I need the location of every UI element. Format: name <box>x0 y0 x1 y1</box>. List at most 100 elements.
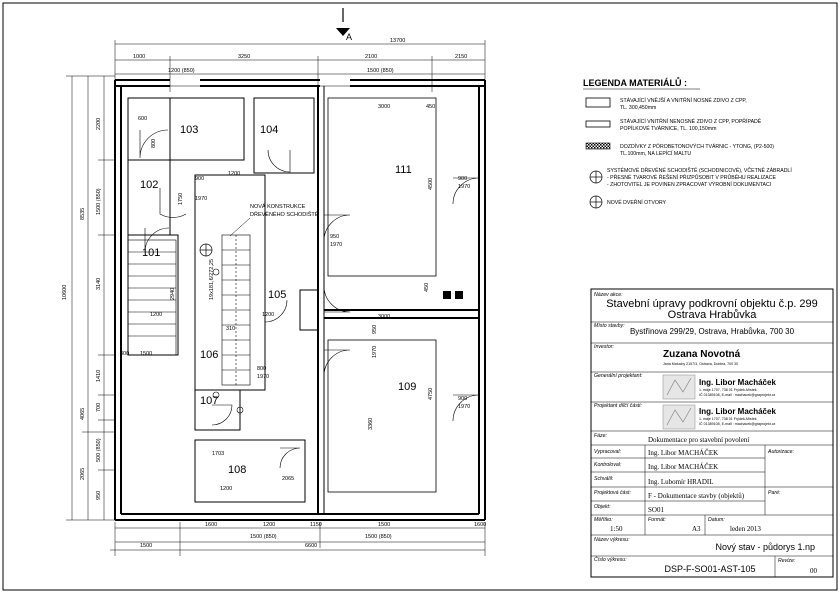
room-106: 106 <box>200 349 218 361</box>
dim-top-4: 2150 <box>455 54 467 60</box>
dim-int: 800 <box>257 366 266 372</box>
dim-bot-win-2: 1500 (850) <box>365 534 392 540</box>
tb-vykres: Nový stav - půdorys 1.np <box>715 542 815 552</box>
dim-int: 2940 <box>170 288 176 300</box>
dim-int: 3000 <box>378 104 390 110</box>
tb-vykres-label: Název výkresu: <box>594 537 630 543</box>
dim-bot-7: 6600 <box>305 543 317 549</box>
legend-item-3-line-1: DOZDÍVKY Z PÓROBETONOVÝCH TVÁRNIC - YTON… <box>620 143 774 150</box>
title-block-text: Název akce: Stavební úpravy podkrovní ob… <box>594 292 818 575</box>
dim-top-total: 13700 <box>390 38 405 44</box>
room-103: 103 <box>180 124 198 136</box>
tb-akce-1: Stavební úpravy podkrovní objektu č.p. 2… <box>606 298 818 310</box>
dim-top-2: 3250 <box>238 54 250 60</box>
dim-top-win-2: 1500 (850) <box>367 68 394 74</box>
room-101: 101 <box>142 247 160 259</box>
dim-left-7: 700 <box>96 403 102 412</box>
tb-faze: Dokumentace pro stavební povolení <box>648 436 749 444</box>
section-marker-label: A <box>346 32 352 42</box>
stair-note-line-1: NOVÁ KONSTRUKCE <box>250 203 306 210</box>
dim-int: 1970 <box>195 196 207 202</box>
tb-cislo: DSP-F-SO01-AST-105 <box>664 564 755 574</box>
tb-datum: leden 2013 <box>730 525 761 533</box>
tb-meritko: 1:50 <box>610 525 623 533</box>
legend-item-1-line-1: STÁVAJÍCÍ VNĚJŠÍ A VNITŘNÍ NOSNÉ ZDIVO Z… <box>620 96 747 104</box>
dim-int: 450 <box>426 104 435 110</box>
legend-item-4-line-2: - PŘESNÉ TVAROVÉ ŘEŠENÍ PŘIZPŮSOBIT V PR… <box>607 173 776 181</box>
tb-schv-label: Schválil: <box>594 476 614 482</box>
dim-int: 1200 <box>220 486 232 492</box>
tb-gp-addr-1: 1. máje 1707, 738 01 Frýdek-Místek <box>699 388 757 392</box>
dim-bot-3: 1150 <box>310 522 322 528</box>
tb-gp-label: Generální projektant: <box>594 373 643 379</box>
tb-objekt: SO01 <box>648 506 664 514</box>
section-marker: A <box>336 8 352 42</box>
dim-left-2: 2065 <box>80 468 86 480</box>
legend-swatch-ytong <box>585 142 611 150</box>
tb-pc: F - Dokumentace stavby (objektů) <box>648 492 745 500</box>
dim-bot-2: 1200 <box>263 522 275 528</box>
dim-top-1: 1000 <box>133 54 145 60</box>
dim-top-win-1: 1200 (850) <box>168 68 195 74</box>
legend-door-icon <box>589 195 603 209</box>
room-102: 102 <box>140 179 158 191</box>
left-dimensions <box>66 75 115 521</box>
dim-int: 1703 <box>212 451 224 457</box>
tb-objekt-label: Objekt: <box>594 504 611 510</box>
dim-int: 1200 <box>228 171 240 177</box>
tb-faze-label: Fáze: <box>594 433 608 439</box>
tb-pdc-label: Projektant dílčí části: <box>594 403 642 409</box>
legend-item-2-line-1: STÁVAJÍCÍ VNITŘNÍ NENOSNÉ ZDIVO Z CPP, P… <box>620 117 762 125</box>
dim-int: 4750 <box>428 388 434 400</box>
legend-item-5-line-1: NOVÉ DVEŘNÍ OTVORY <box>607 198 667 206</box>
tb-investor: Zuzana Novotná <box>663 349 741 360</box>
tb-revize: 00 <box>810 567 818 575</box>
dim-int: 1970 <box>372 346 378 358</box>
legend-item-3-line-2: TL.100mm, NA LEPÍCÍ MALTU <box>620 150 691 157</box>
tb-kontr: Ing. Libor MACHÁČEK <box>648 463 718 471</box>
dim-int: 900 <box>458 176 467 182</box>
dim-int: 19x181,6/272,25 <box>209 259 215 300</box>
legend-item-4-line-3: - ZHOTOVITEL JE POVINEN ZPRACOVAT VÝROBN… <box>607 181 771 188</box>
dim-int: 950 <box>330 234 339 240</box>
dim-int: 1200 <box>150 312 162 318</box>
tb-pdc-name: Ing. Libor Macháček <box>699 407 776 416</box>
legend-swatch-bearing <box>585 97 611 108</box>
legend: LEGENDA MATERIÁLŮ : STÁVAJÍCÍ VNĚJŠÍ A V… <box>583 77 792 209</box>
tb-kontr-label: Kontroloval: <box>594 462 622 468</box>
company-logo <box>662 374 696 400</box>
legend-swatch-partition <box>585 120 611 128</box>
room-108: 108 <box>228 464 246 476</box>
legend-item-4-line-1: SYSTÉMOVÉ DŘEVĚNÉ SCHODIŠTĚ (SCHODNICOVÉ… <box>607 166 792 174</box>
room-107: 107 <box>200 395 218 407</box>
dim-int: 600 <box>138 116 147 122</box>
top-dimensions <box>114 40 486 92</box>
stair-note-line-2: DŘEVĚNÉHO SCHODIŠTĚ <box>250 210 319 218</box>
legend-item-2-line-2: POPÍLKOVÉ TVÁRNICE, TL. 100,150mm <box>620 125 716 132</box>
room-104: 104 <box>260 124 278 136</box>
dim-left-4: 1500 (850) <box>96 188 102 215</box>
dim-int: 1200 <box>262 312 274 318</box>
new-opening-markers <box>199 243 463 414</box>
dim-int: 3000 <box>378 314 390 320</box>
dim-left-10: 4065 <box>80 408 86 420</box>
room-105: 105 <box>268 289 286 301</box>
dim-bot-5: 1600 <box>474 522 486 528</box>
tb-meritko-label: Měřítko: <box>594 517 613 523</box>
tb-pdc-addr-1: 1. máje 1707, 738 01 Frýdek-Místek <box>699 417 757 421</box>
tb-format: A3 <box>692 525 701 533</box>
dim-bot-1: 1600 <box>205 522 217 528</box>
dim-left-5: 3140 <box>96 278 102 290</box>
tb-cislo-label: Číslo výkresu: <box>594 556 627 563</box>
dim-int: 1970 <box>458 184 470 190</box>
tb-gp-addr-2: IČ 01389108, E-mail : machacek@graprojek… <box>699 392 776 397</box>
dim-left-1: 8535 <box>80 208 86 220</box>
bottom-dimensions <box>110 522 486 556</box>
tb-akce-2: Ostrava Hrabůvka <box>668 309 758 321</box>
dim-bot-win-1: 1500 (850) <box>250 534 277 540</box>
legend-stair-icon <box>589 170 603 184</box>
room-111: 111 <box>395 164 412 176</box>
tb-pdc-addr-2: IČ 01389108, E-mail : machacek@graprojek… <box>699 421 776 426</box>
dim-int: 800 <box>151 139 157 148</box>
